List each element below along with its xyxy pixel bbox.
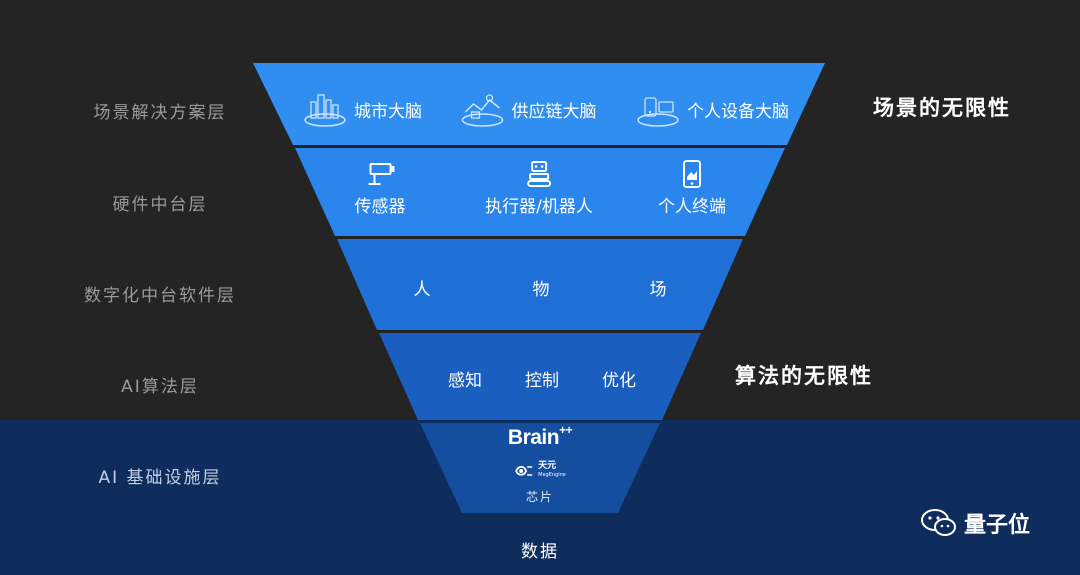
layer-hardware-band [295,148,785,236]
scenario-item-personal-device: 个人设备大脑 [635,90,789,128]
software-item-person: 人 [413,280,431,300]
layer-scenario-band [253,63,825,145]
layer-infrastructure-band [420,423,660,513]
megengine-logo-icon [515,465,533,476]
scenario-item-personal-device-label: 个人设备大脑 [687,101,789,122]
layer-software-band [337,239,743,330]
hardware-item-robot-label: 执行器/机器人 [485,197,593,217]
brain-logo-sup: ++ [559,423,573,437]
layer-label-hardware: 硬件中台层 [112,195,208,215]
supply-chain-icon [461,94,504,127]
hardware-item-terminal-label: 个人终端 [658,197,726,217]
layer-algorithm-band [379,333,701,420]
personal-device-icon [637,97,679,127]
brain-logo-name: Brain [507,426,560,449]
data-label: 数据 [521,542,559,562]
algorithm-item-perception: 感知 [448,371,482,391]
layer-label-scenario: 场景解决方案层 [93,103,227,123]
layer-label-software: 数字化中台软件层 [84,286,236,306]
hardware-item-sensor: 传感器 [355,160,406,217]
megengine-logo-en: MegEngine [538,472,566,478]
robot-icon [526,161,551,187]
software-item-thing: 物 [532,280,550,300]
side-note-algorithm: 算法的无限性 [735,364,873,388]
algorithm-item-control: 控制 [525,371,559,391]
layer-label-infrastructure: AI 基础设施层 [98,468,222,488]
hardware-item-terminal: 个人终端 [658,160,726,217]
scenario-item-supply-chain-label: 供应链大脑 [511,101,597,122]
layer-label-algorithm: AI算法层 [121,377,199,397]
algorithm-item-optimization: 优化 [602,371,636,391]
megengine-logo-cn: 天元 [538,461,557,471]
megengine-logo: 天元 MegEngine [514,462,566,480]
chip-label: 芯片 [525,490,555,504]
hardware-item-sensor-label: 传感器 [354,197,406,217]
city-icon [304,94,346,127]
watermark-text: 量子位 [964,513,1031,538]
wechat-icon [921,509,956,536]
phone-icon [683,160,701,188]
scenario-item-city-label: 城市大脑 [354,101,422,122]
watermark: 量子位 [920,507,1030,539]
scenario-item-supply-chain: 供应链大脑 [460,90,597,128]
hardware-item-robot: 执行器/机器人 [485,160,593,217]
brain-logo: Brain++ [507,423,573,450]
camera-sensor-icon [368,163,394,185]
side-note-scenario: 场景的无限性 [873,96,1011,120]
software-item-place: 场 [649,280,667,300]
scenario-item-city: 城市大脑 [302,90,422,128]
